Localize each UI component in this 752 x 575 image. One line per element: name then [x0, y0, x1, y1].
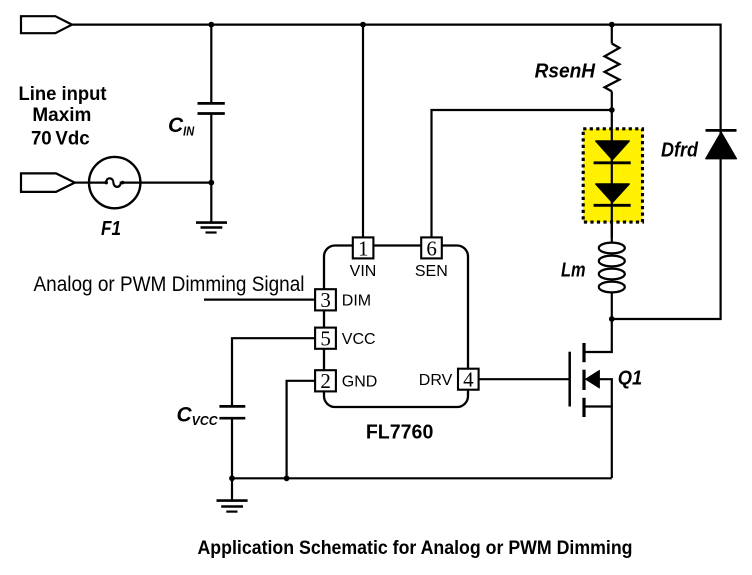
svg-text:1: 1	[358, 236, 369, 260]
svg-text:VIN: VIN	[350, 263, 377, 280]
svg-text:VCC: VCC	[342, 331, 376, 348]
svg-text:RsenH: RsenH	[535, 61, 596, 83]
svg-text:Dfrd: Dfrd	[661, 140, 699, 162]
svg-text:2: 2	[320, 369, 331, 393]
svg-text:Lm: Lm	[561, 259, 586, 281]
svg-text:4: 4	[463, 368, 474, 392]
svg-text:DRV: DRV	[419, 372, 453, 389]
svg-text:70 Vdc: 70 Vdc	[31, 129, 90, 150]
svg-text:3: 3	[320, 288, 331, 312]
svg-text:GND: GND	[342, 373, 378, 390]
svg-text:CVCC: CVCC	[177, 403, 219, 428]
svg-text:CIN: CIN	[168, 114, 195, 139]
svg-text:Analog or PWM Dimming Signal: Analog or PWM Dimming Signal	[34, 271, 305, 296]
svg-text:5: 5	[320, 327, 331, 351]
svg-text:DIM: DIM	[342, 292, 371, 309]
svg-text:Maxim: Maxim	[32, 105, 91, 126]
svg-text:Application Schematic for Anal: Application Schematic for Analog or PWM …	[198, 537, 633, 559]
svg-text:Q1: Q1	[618, 368, 642, 390]
svg-text:SEN: SEN	[415, 263, 448, 280]
svg-text:Line input: Line input	[19, 84, 108, 105]
svg-text:6: 6	[426, 236, 437, 260]
svg-text:FL7760: FL7760	[366, 421, 434, 444]
svg-text:F1: F1	[101, 218, 121, 240]
